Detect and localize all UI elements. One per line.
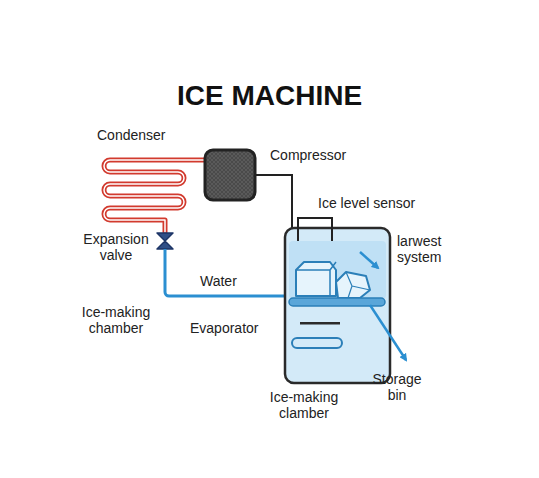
part-label: Water [200, 273, 237, 289]
part-label: Condenser [97, 127, 166, 143]
part-label: Ice-making clamber [254, 389, 354, 421]
part-label: larwest system [397, 233, 459, 265]
part-label: Evaporator [190, 320, 258, 336]
condenser-coil [104, 160, 205, 232]
ice-making-tank [285, 218, 390, 383]
ice-cubes [296, 262, 370, 298]
water-line [165, 249, 300, 296]
harvest-arrow [360, 252, 378, 268]
part-label: Ice level sensor [318, 195, 415, 211]
expansion-valve-symbol [157, 233, 173, 249]
part-label: Compressor [270, 147, 346, 163]
water-tray [292, 338, 342, 348]
refrigerant-line [255, 175, 292, 228]
part-label: Expansion valve [76, 231, 156, 263]
ice-level-sensor [298, 218, 332, 245]
part-label: Storage bin [364, 371, 430, 403]
diagram-title: ICE MACHINE [177, 80, 362, 112]
chamber-line [300, 322, 340, 325]
storage-arrow [370, 305, 406, 360]
part-label: Ice-making chamber [64, 304, 168, 336]
compressor-body [205, 150, 255, 200]
